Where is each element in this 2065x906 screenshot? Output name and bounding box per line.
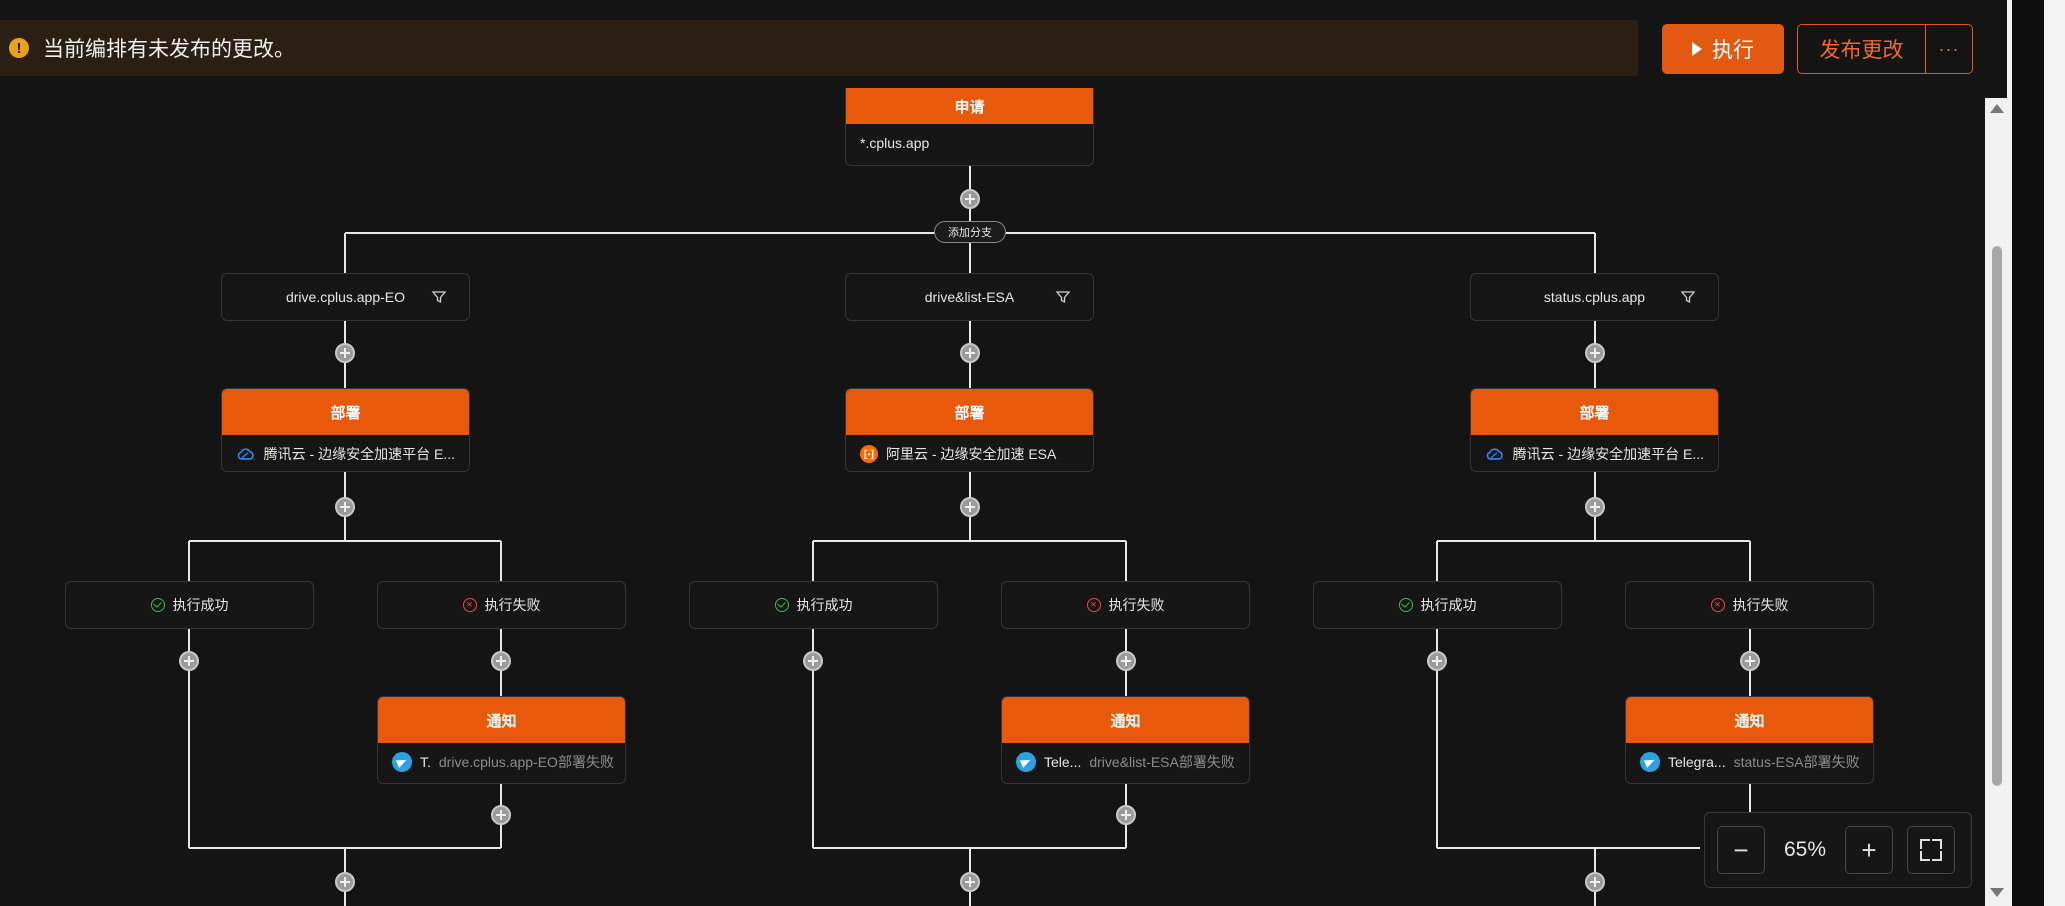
warning-icon: ! <box>9 38 29 58</box>
failure-branch-node[interactable]: × 执行失败 <box>1625 581 1874 629</box>
connector-trunk <box>344 166 1596 273</box>
notify-node-title: 通知 <box>1002 697 1249 743</box>
add-node-button[interactable] <box>1585 343 1605 363</box>
aliyun-icon: [-] <box>860 445 878 463</box>
notify-node-title: 通知 <box>1626 697 1873 743</box>
deploy-node[interactable]: 部署 腾讯云 - 边缘安全加速平台 E... <box>1470 388 1719 472</box>
notify-node-title: 通知 <box>378 697 625 743</box>
add-node-button[interactable] <box>335 343 355 363</box>
run-button-label: 执行 <box>1712 39 1754 62</box>
add-node-button[interactable] <box>1116 651 1136 671</box>
deploy-node[interactable]: 部署 [-] 阿里云 - 边缘安全加速 ESA <box>845 388 1094 472</box>
apply-node-title: 申请 <box>846 88 1093 124</box>
branch-condition-label: status.cplus.app <box>1543 289 1646 305</box>
notify-channel-label: Telegra... <box>1668 754 1726 770</box>
add-node-button[interactable] <box>335 497 355 517</box>
add-node-button[interactable] <box>1427 651 1447 671</box>
failure-branch-node[interactable]: × 执行失败 <box>377 581 626 629</box>
add-node-button[interactable] <box>960 872 980 892</box>
notify-subject-label: drive&list-ESA部署失败 <box>1089 754 1235 770</box>
deploy-node-title: 部署 <box>222 389 469 435</box>
failure-label: 执行失败 <box>484 597 541 613</box>
filter-icon[interactable] <box>1055 289 1071 305</box>
fullscreen-button[interactable] <box>1907 826 1955 874</box>
apply-node-domain: *.cplus.app <box>860 135 930 151</box>
zoom-out-button[interactable]: − <box>1717 826 1765 874</box>
add-node-button[interactable] <box>335 872 355 892</box>
filter-icon[interactable] <box>431 289 447 305</box>
more-options-button[interactable]: ··· <box>1925 25 1972 73</box>
deploy-node-title: 部署 <box>1471 389 1718 435</box>
add-node-button[interactable] <box>803 651 823 671</box>
deploy-target-label: 阿里云 - 边缘安全加速 ESA <box>886 446 1057 462</box>
filter-icon[interactable] <box>1680 289 1696 305</box>
deploy-target-label: 腾讯云 - 边缘安全加速平台 E... <box>263 446 455 462</box>
branch-condition-node[interactable]: drive.cplus.app-EO <box>221 273 470 321</box>
add-node-button[interactable] <box>491 805 511 825</box>
tencent-cloud-icon <box>1486 448 1503 460</box>
add-node-button[interactable] <box>960 497 980 517</box>
deploy-target-label: 腾讯云 - 边缘安全加速平台 E... <box>1512 446 1704 462</box>
success-label: 执行成功 <box>1420 597 1477 613</box>
publish-button[interactable]: 发布更改 <box>1819 39 1904 62</box>
scroll-up-arrow-icon[interactable] <box>1990 104 2004 113</box>
deploy-node-title: 部署 <box>846 389 1093 435</box>
success-branch-node[interactable]: 执行成功 <box>65 581 314 629</box>
telegram-icon <box>1640 752 1660 772</box>
add-node-button[interactable] <box>179 651 199 671</box>
workflow-canvas[interactable]: 申请 *.cplus.app 添加分支 drive.cplus.app-EO 部… <box>0 88 1980 906</box>
notify-channel-label: T. <box>420 754 431 770</box>
add-node-button[interactable] <box>1116 805 1136 825</box>
zoom-in-button[interactable]: + <box>1845 826 1893 874</box>
failure-label: 执行失败 <box>1732 597 1789 613</box>
notify-node[interactable]: 通知 T. drive.cplus.app-EO部署失败 <box>377 696 626 784</box>
notify-subject-label: status-ESA部署失败 <box>1733 754 1860 770</box>
branch-condition-label: drive.cplus.app-EO <box>285 289 406 305</box>
check-circle-icon <box>774 598 789 612</box>
failure-label: 执行失败 <box>1108 597 1165 613</box>
deploy-node[interactable]: 部署 腾讯云 - 边缘安全加速平台 E... <box>221 388 470 472</box>
add-node-button[interactable] <box>960 343 980 363</box>
scrollbar-thumb[interactable] <box>1992 246 2002 786</box>
play-icon <box>1692 42 1702 56</box>
add-node-button[interactable] <box>1585 872 1605 892</box>
apply-node[interactable]: 申请 *.cplus.app <box>845 88 1094 166</box>
notify-subject-label: drive.cplus.app-EO部署失败 <box>438 754 614 770</box>
x-circle-icon: × <box>1086 598 1101 612</box>
zoom-control: − 65% + <box>1704 812 1972 888</box>
x-circle-icon: × <box>1710 598 1725 612</box>
branch-condition-node[interactable]: drive&list-ESA <box>845 273 1094 321</box>
add-node-button[interactable] <box>491 651 511 671</box>
telegram-icon <box>392 752 412 772</box>
fullscreen-icon <box>1920 839 1930 849</box>
notify-node[interactable]: 通知 Tele... drive&list-ESA部署失败 <box>1001 696 1250 784</box>
add-node-button[interactable] <box>960 189 980 209</box>
x-circle-icon: × <box>462 598 477 612</box>
banner-message: 当前编排有未发布的更改。 <box>43 38 295 61</box>
branch-condition-node[interactable]: status.cplus.app <box>1470 273 1719 321</box>
run-button[interactable]: 执行 <box>1662 24 1784 74</box>
success-label: 执行成功 <box>172 597 229 613</box>
tencent-cloud-icon <box>237 448 254 460</box>
telegram-icon <box>1016 752 1036 772</box>
scroll-down-arrow-icon[interactable] <box>1990 888 2004 897</box>
failure-branch-node[interactable]: × 执行失败 <box>1001 581 1250 629</box>
zoom-level: 65% <box>1783 838 1827 861</box>
notify-channel-label: Tele... <box>1044 754 1082 770</box>
side-panel-divider <box>2012 0 2044 906</box>
add-node-button[interactable] <box>1585 497 1605 517</box>
check-circle-icon <box>1398 598 1413 612</box>
success-branch-node[interactable]: 执行成功 <box>689 581 938 629</box>
check-circle-icon <box>150 598 165 612</box>
branch-condition-label: drive&list-ESA <box>924 289 1015 305</box>
success-label: 执行成功 <box>796 597 853 613</box>
success-branch-node[interactable]: 执行成功 <box>1313 581 1562 629</box>
publish-button-group: 发布更改 ··· <box>1797 24 1973 74</box>
unpublished-changes-banner: ! 当前编排有未发布的更改。 <box>0 20 1638 76</box>
add-node-button[interactable] <box>1740 651 1760 671</box>
add-branch-button[interactable]: 添加分支 <box>934 221 1006 243</box>
notify-node[interactable]: 通知 Telegra... status-ESA部署失败 <box>1625 696 1874 784</box>
